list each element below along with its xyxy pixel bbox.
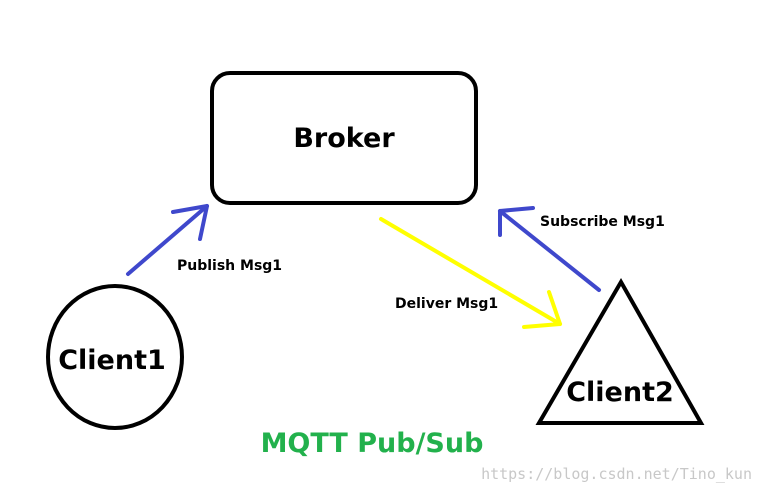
deliver-label: Deliver Msg1	[395, 296, 498, 312]
client1-label: Client1	[58, 345, 166, 376]
watermark: https://blog.csdn.net/Tino_kun	[481, 465, 752, 483]
deliver-arrow	[379, 217, 562, 329]
publish-arrow	[126, 204, 209, 276]
client1-node	[46, 284, 184, 430]
subscribe-label: Subscribe Msg1	[540, 214, 665, 230]
subscribe-arrow	[498, 206, 601, 292]
diagram-title: MQTT Pub/Sub	[261, 428, 484, 459]
broker-node	[210, 71, 478, 205]
client2-node	[535, 277, 705, 425]
broker-label: Broker	[293, 123, 395, 154]
publish-label: Publish Msg1	[177, 258, 282, 274]
client2-label: Client2	[566, 377, 674, 408]
